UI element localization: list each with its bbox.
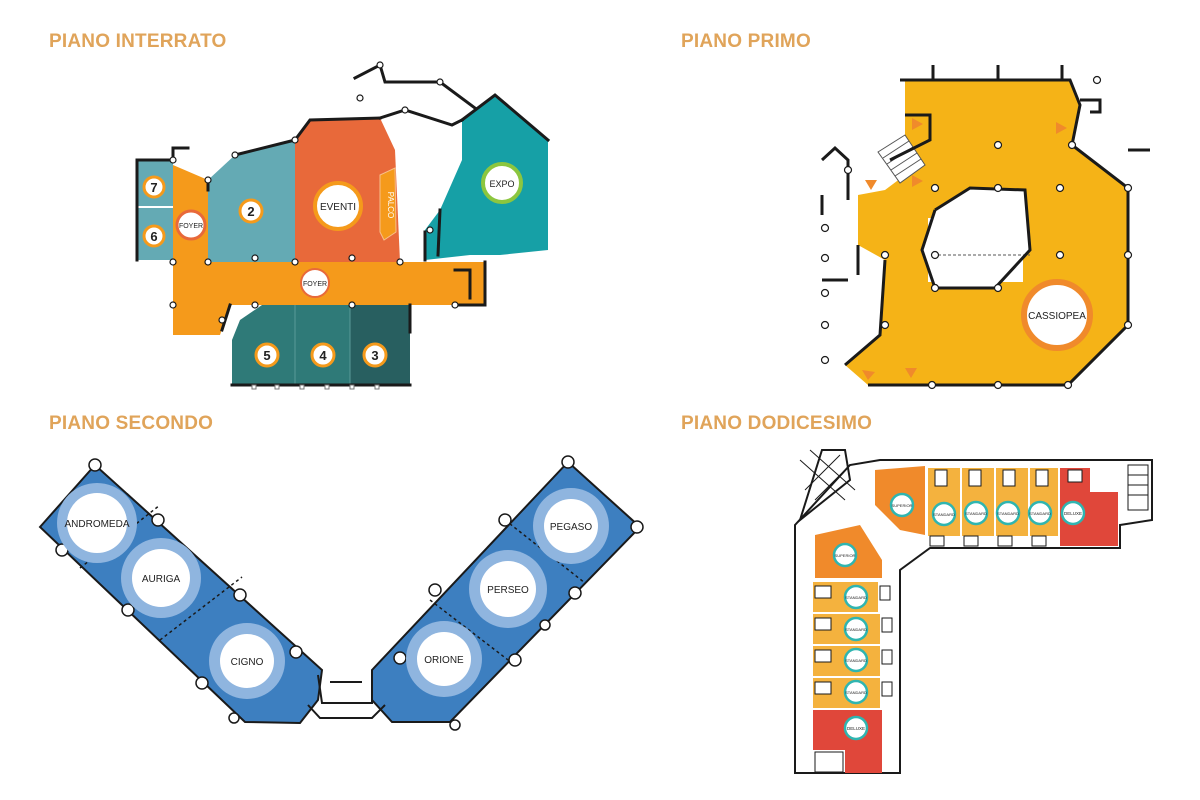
room-5-marker[interactable]: 5 xyxy=(254,342,280,368)
svg-text:STANDARD: STANDARD xyxy=(965,511,987,516)
palco-label: PALCO xyxy=(386,192,395,219)
svg-text:PERSEO: PERSEO xyxy=(487,585,529,596)
floor-title-primo: PIANO PRIMO xyxy=(681,31,811,52)
cigno-marker[interactable]: CIGNO xyxy=(209,623,285,699)
svg-text:SUPERIOR: SUPERIOR xyxy=(835,553,856,558)
floor-title-secondo: PIANO SECONDO xyxy=(49,413,214,434)
foyer-small-marker[interactable]: FOYER xyxy=(175,209,207,241)
svg-text:CASSIOPEA: CASSIOPEA xyxy=(1028,311,1086,322)
standard-7-marker[interactable]: STANDARD xyxy=(843,647,869,673)
foyer-main-marker[interactable]: FOYER xyxy=(300,268,330,298)
standard-6-marker[interactable]: STANDARD xyxy=(843,616,869,642)
standard-4-marker[interactable]: STANDARD xyxy=(1027,500,1053,526)
standard-3-marker[interactable]: STANDARD xyxy=(995,500,1021,526)
cassiopea-marker[interactable]: CASSIOPEA xyxy=(1021,279,1093,351)
pegaso-marker[interactable]: PEGASO xyxy=(533,488,609,564)
svg-text:DELUXE: DELUXE xyxy=(847,726,865,731)
floorplan-interrato: 7 6 FOYER 2 EVENTI PALCO EXPO FOYER 5 4 … xyxy=(0,0,600,400)
superior-top-marker[interactable]: SUPERIOR xyxy=(889,492,915,518)
standard-1-marker[interactable]: STANDARD xyxy=(931,501,957,527)
eventi-marker[interactable]: EVENTI xyxy=(313,181,363,231)
svg-text:FOYER: FOYER xyxy=(179,223,203,230)
superior-side-marker[interactable]: SUPERIOR xyxy=(832,542,858,568)
svg-text:6: 6 xyxy=(150,229,157,244)
svg-text:STANDARD: STANDARD xyxy=(845,627,867,632)
svg-text:STANDARD: STANDARD xyxy=(845,595,867,600)
perseo-marker[interactable]: PERSEO xyxy=(469,550,547,628)
svg-text:FOYER: FOYER xyxy=(303,281,327,288)
svg-text:STANDARD: STANDARD xyxy=(845,690,867,695)
svg-text:2: 2 xyxy=(247,204,254,219)
palco-area[interactable] xyxy=(379,167,397,241)
auriga-marker[interactable]: AURIGA xyxy=(121,538,201,618)
svg-text:EXPO: EXPO xyxy=(489,179,514,189)
room-3-marker[interactable]: 3 xyxy=(362,342,388,368)
floorplan-secondo: ANDROMEDA AURIGA CIGNO PEGASO PERSEO ORI… xyxy=(38,455,644,731)
standard-8-marker[interactable]: STANDARD xyxy=(843,679,869,705)
svg-text:SUPERIOR: SUPERIOR xyxy=(892,503,913,508)
expo-marker[interactable]: EXPO xyxy=(481,162,523,204)
standard-5-marker[interactable]: STANDARD xyxy=(843,584,869,610)
floor-title-dodicesimo: PIANO DODICESIMO xyxy=(681,413,873,434)
floorplan-primo: CASSIOPEA xyxy=(820,65,1150,390)
svg-text:7: 7 xyxy=(150,180,157,195)
andromeda-marker[interactable]: ANDROMEDA xyxy=(57,483,137,563)
deluxe-top-marker[interactable]: DELUXE xyxy=(1060,500,1086,526)
svg-text:AURIGA: AURIGA xyxy=(142,574,181,585)
svg-text:CIGNO: CIGNO xyxy=(231,657,264,668)
svg-text:EVENTI: EVENTI xyxy=(320,202,356,213)
standard-2-marker[interactable]: STANDARD xyxy=(963,500,989,526)
foyer-main-area[interactable] xyxy=(173,262,485,335)
svg-text:STANDARD: STANDARD xyxy=(933,512,955,517)
svg-text:4: 4 xyxy=(319,348,327,363)
deluxe-bottom-marker[interactable]: DELUXE xyxy=(843,715,869,741)
svg-text:ORIONE: ORIONE xyxy=(424,655,464,666)
floor-title-interrato: PIANO INTERRATO xyxy=(49,31,227,52)
svg-text:PEGASO: PEGASO xyxy=(550,522,592,533)
svg-text:ANDROMEDA: ANDROMEDA xyxy=(64,519,129,530)
room-2-marker[interactable]: 2 xyxy=(238,198,264,224)
room-7-marker[interactable]: 7 xyxy=(142,175,166,199)
svg-text:3: 3 xyxy=(371,348,378,363)
room-4-marker[interactable]: 4 xyxy=(310,342,336,368)
deluxe-top-room[interactable] xyxy=(1060,468,1118,546)
svg-text:STANDARD: STANDARD xyxy=(845,658,867,663)
svg-text:DELUXE: DELUXE xyxy=(1064,511,1082,516)
svg-text:STANDARD: STANDARD xyxy=(997,511,1019,516)
svg-text:STANDARD: STANDARD xyxy=(1029,511,1051,516)
orione-marker[interactable]: ORIONE xyxy=(406,621,482,697)
svg-text:5: 5 xyxy=(263,348,270,363)
room-6-marker[interactable]: 6 xyxy=(142,224,166,248)
